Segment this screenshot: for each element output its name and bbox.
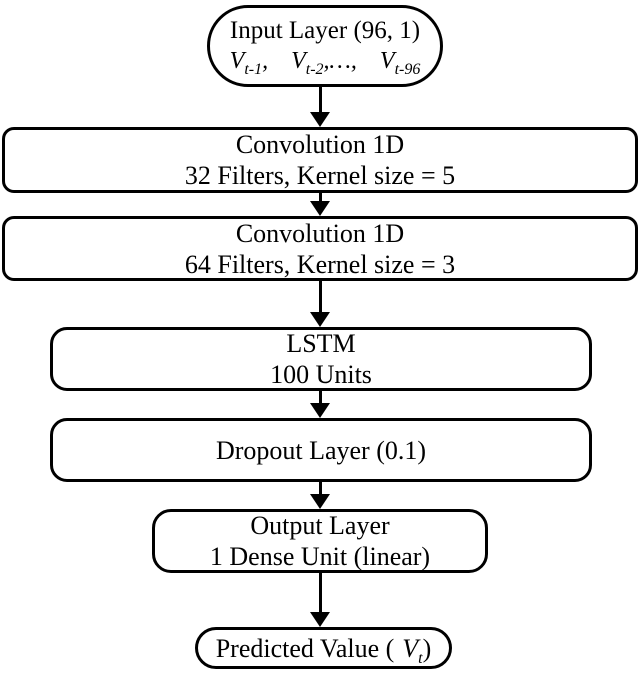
arrow-shaft [318, 572, 322, 612]
node-lstm: LSTM 100 Units [50, 327, 592, 391]
arrow-output-to-predicted [310, 572, 330, 627]
arrow-dropout-to-output [310, 481, 330, 509]
dropout-title: Dropout Layer (0.1) [215, 435, 427, 465]
arrow-lstm-to-dropout [310, 390, 330, 418]
predicted-variable: Vt [402, 633, 423, 667]
node-dropout-layer: Dropout Layer (0.1) [50, 418, 592, 482]
predicted-prefix: Predicted Value ( [215, 633, 395, 663]
input-variable: Vt-2,…, [291, 48, 357, 78]
arrowhead-icon [310, 312, 330, 327]
arrowhead-icon [310, 494, 330, 509]
lstm-params: 100 Units [270, 360, 372, 389]
input-variable: Vt-1, [229, 48, 269, 78]
input-variable: Vt-96 [379, 48, 421, 78]
arrow-conv1-to-conv2 [310, 192, 330, 216]
arrowhead-icon [310, 403, 330, 418]
node-convolution-1d-64: Convolution 1D 64 Filters, Kernel size =… [2, 216, 638, 281]
predicted-suffix: ) [422, 633, 432, 663]
lstm-title: LSTM [286, 329, 356, 358]
arrow-shaft [318, 192, 322, 201]
arrow-shaft [318, 481, 322, 494]
node-input-layer: Input Layer (96, 1) Vt-1, Vt-2,…, Vt-96 [207, 5, 443, 87]
arrow-shaft [318, 86, 322, 112]
output-params: 1 Dense Unit (linear) [209, 542, 431, 571]
arrow-shaft [318, 390, 322, 403]
arrowhead-icon [310, 612, 330, 627]
input-layer-variables: Vt-1, Vt-2,…, Vt-96 [229, 46, 421, 78]
node-predicted-value: Predicted Value (Vt) [195, 627, 452, 669]
input-layer-title: Input Layer (96, 1) [229, 17, 421, 44]
arrowhead-icon [310, 112, 330, 127]
arrow-conv2-to-lstm [310, 280, 330, 327]
output-title: Output Layer [250, 511, 390, 540]
arrowhead-icon [310, 201, 330, 216]
conv2-title: Convolution 1D [235, 218, 405, 248]
conv1-params: 32 Filters, Kernel size = 5 [184, 161, 456, 190]
node-output-layer: Output Layer 1 Dense Unit (linear) [152, 509, 488, 573]
predicted-value-label: Predicted Value (Vt) [215, 633, 432, 667]
node-convolution-1d-32: Convolution 1D 32 Filters, Kernel size =… [2, 127, 638, 193]
arrow-input-to-conv1 [310, 86, 330, 127]
conv2-params: 64 Filters, Kernel size = 3 [184, 249, 456, 279]
conv1-title: Convolution 1D [235, 130, 405, 159]
arrow-shaft [318, 280, 322, 312]
